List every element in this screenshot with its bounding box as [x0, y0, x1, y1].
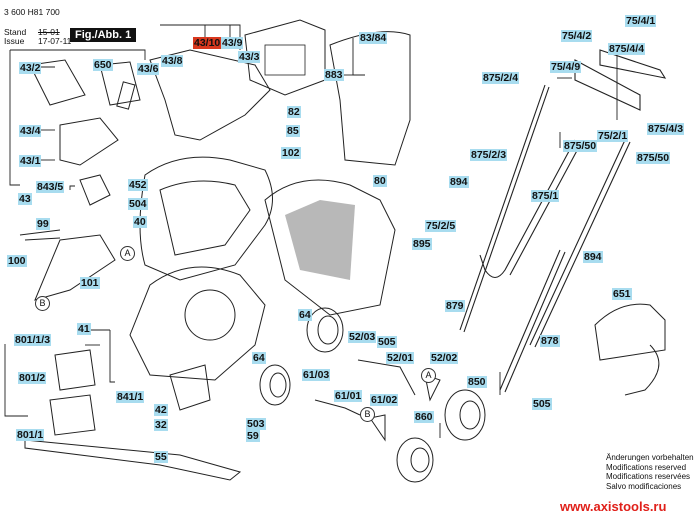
- part-label[interactable]: 83/84: [359, 32, 388, 44]
- part-label[interactable]: 875/2/4: [482, 72, 520, 84]
- part-label[interactable]: 42: [154, 404, 168, 416]
- part-label[interactable]: 895: [412, 238, 432, 250]
- part-label[interactable]: 894: [583, 251, 603, 263]
- part-label[interactable]: 875/4/3: [647, 123, 685, 135]
- battery-pack: [29, 59, 141, 206]
- part-label[interactable]: 650: [93, 59, 113, 71]
- part-label[interactable]: 32: [154, 419, 168, 431]
- part-label[interactable]: 879: [445, 300, 465, 312]
- part-label[interactable]: 43/10: [193, 37, 222, 49]
- motor: [19, 229, 211, 436]
- part-label[interactable]: 80: [373, 175, 387, 187]
- part-label[interactable]: 101: [80, 277, 100, 289]
- figure-title: Fig./Abb. 1: [70, 28, 137, 42]
- part-label[interactable]: 43/8: [161, 55, 184, 67]
- website-link[interactable]: www.axistools.ru: [560, 499, 667, 514]
- note-line: Modifications reserved: [606, 462, 687, 472]
- note-line: Änderungen vorbehalten: [606, 453, 694, 462]
- axles: [314, 359, 441, 442]
- deck-housing: [129, 19, 411, 381]
- part-label[interactable]: 878: [540, 335, 560, 347]
- part-label[interactable]: 75/2/5: [425, 220, 457, 232]
- part-label[interactable]: 43/4: [19, 125, 42, 137]
- modifications-note: Änderungen vorbehalten Modifications res…: [606, 453, 694, 491]
- charger: [594, 303, 666, 396]
- part-label[interactable]: 75/4/1: [625, 15, 657, 27]
- part-label[interactable]: 875/4/4: [608, 43, 646, 55]
- part-label[interactable]: 883: [324, 69, 344, 81]
- part-label[interactable]: 504: [128, 198, 148, 210]
- part-label[interactable]: 894: [449, 176, 469, 188]
- part-label[interactable]: 875/2/3: [470, 149, 508, 161]
- part-label[interactable]: 75/2/1: [597, 130, 629, 142]
- doc-number: 3 600 H81 700: [4, 7, 60, 17]
- part-label[interactable]: 505: [377, 336, 397, 348]
- part-label[interactable]: 860: [414, 411, 434, 423]
- part-label[interactable]: 801/1: [16, 429, 45, 441]
- part-label[interactable]: 102: [281, 147, 301, 159]
- part-label[interactable]: 651: [612, 288, 632, 300]
- part-label[interactable]: 100: [7, 255, 27, 267]
- part-label[interactable]: 850: [467, 376, 487, 388]
- part-label[interactable]: 43/2: [19, 62, 42, 74]
- reference-marker: B: [360, 407, 375, 422]
- stand-value: 15-01: [38, 27, 60, 37]
- part-label[interactable]: 41: [77, 323, 91, 335]
- issue-value: 17-07-11: [38, 36, 72, 46]
- part-label[interactable]: 99: [36, 218, 50, 230]
- part-label[interactable]: 52/02: [430, 352, 459, 364]
- handle-tubes: [459, 49, 667, 393]
- part-label[interactable]: 43/1: [19, 155, 42, 167]
- part-label[interactable]: 59: [246, 430, 260, 442]
- note-line: Salvo modificaciones: [606, 481, 682, 491]
- part-label[interactable]: 505: [532, 398, 552, 410]
- reference-marker: A: [421, 368, 436, 383]
- blade: [24, 439, 242, 481]
- part-label[interactable]: 875/50: [636, 152, 671, 164]
- wheels: [259, 307, 486, 483]
- part-label[interactable]: 61/02: [370, 394, 399, 406]
- part-label[interactable]: 841/1: [116, 391, 145, 403]
- part-label[interactable]: 43/3: [238, 51, 261, 63]
- part-label[interactable]: 875/1: [531, 190, 560, 202]
- part-label[interactable]: 43: [18, 193, 32, 205]
- part-label[interactable]: 82: [287, 106, 301, 118]
- issue-label: Issue: [4, 36, 25, 46]
- part-label[interactable]: 43/9: [221, 37, 244, 49]
- part-label[interactable]: 875/50: [563, 140, 598, 152]
- part-label[interactable]: 61/03: [302, 369, 331, 381]
- part-label[interactable]: 40: [133, 216, 147, 228]
- part-label[interactable]: 52/01: [386, 352, 415, 364]
- reference-marker: B: [35, 296, 50, 311]
- part-label[interactable]: 52/03: [348, 331, 377, 343]
- part-label[interactable]: 75/4/9: [550, 61, 582, 73]
- part-label[interactable]: 64: [298, 309, 312, 321]
- part-label[interactable]: 503: [246, 418, 266, 430]
- part-label[interactable]: 43/6: [137, 63, 160, 75]
- part-label[interactable]: 801/2: [18, 372, 47, 384]
- note-line: Modifications reservées: [606, 472, 691, 481]
- part-label[interactable]: 801/1/3: [14, 334, 52, 346]
- part-label[interactable]: 85: [286, 125, 300, 137]
- part-label[interactable]: 75/4/2: [561, 30, 593, 42]
- reference-marker: A: [120, 246, 135, 261]
- part-label[interactable]: 61/01: [334, 390, 363, 402]
- part-label[interactable]: 452: [128, 179, 148, 191]
- stand-label: Stand: [4, 27, 27, 37]
- part-label[interactable]: 843/5: [36, 181, 65, 193]
- part-label[interactable]: 55: [154, 451, 168, 463]
- part-label[interactable]: 64: [252, 352, 266, 364]
